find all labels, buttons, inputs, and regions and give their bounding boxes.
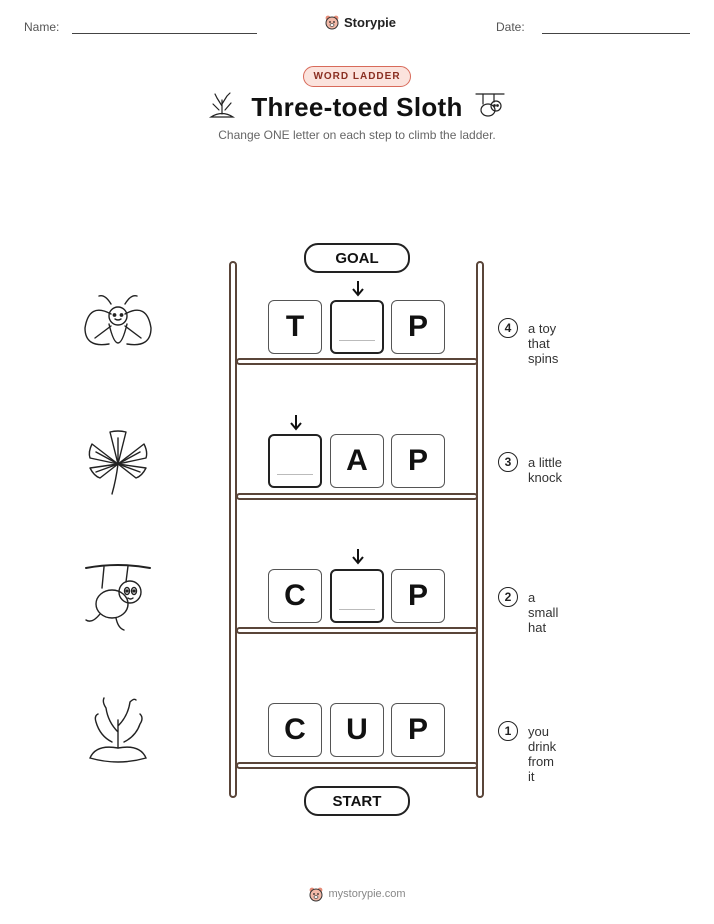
letter-tile: P [391,300,445,354]
name-field-line[interactable] [72,33,257,34]
date-field-line[interactable] [542,33,690,34]
letter: C [284,579,306,612]
coral-icon [208,92,236,118]
step-number: 3 [498,452,518,472]
letter-blank-input[interactable] [268,434,322,488]
start-label: START [304,786,410,816]
letter-tile: P [391,434,445,488]
letter: U [346,713,368,746]
step-clue: a toy that spins [528,321,559,366]
ladder-right-rail [476,261,484,798]
arrow-down-icon [352,281,364,297]
ladder-rung [236,358,478,365]
page-title: Three-toed Sloth [251,92,463,122]
footer: mystorypie.com [308,886,406,902]
step-clue: you drink from it [528,724,557,784]
letter: P [407,713,428,746]
coral-icon [89,697,147,763]
goal-label: GOAL [304,243,410,273]
letter-blank-input[interactable] [330,300,384,354]
letter-tile: T [268,300,322,354]
step-clue: a little knock [528,455,562,485]
arrow-down-icon [352,549,364,565]
letter: C [284,713,306,746]
letter: T [285,310,305,343]
storypie-bear-icon [309,887,323,902]
moth-icon [84,294,152,346]
ladder-left-rail [229,261,237,798]
ladder-rung [236,762,478,769]
name-label: Name: [24,20,60,34]
step-number: 1 [498,721,518,741]
footer-url: mystorypie.com [328,888,406,900]
letter-blank-input[interactable] [330,569,384,623]
arrow-down-icon [290,415,302,431]
letter-tile: C [268,703,322,757]
letter: P [407,579,428,612]
step-clue: a small hat [528,590,559,635]
letter-tile: U [330,703,384,757]
letter-tile: A [330,434,384,488]
brand-logo: Storypie [324,14,396,30]
ladder-rung [236,627,478,634]
leaf-icon [88,430,148,495]
instructions: Change ONE letter on each step to climb … [218,128,496,142]
letter-tile: P [391,703,445,757]
letter-tile: P [391,569,445,623]
letter: P [407,444,428,477]
letter-tile: C [268,569,322,623]
brand-name: Storypie [344,14,397,30]
step-number: 4 [498,318,518,338]
ladder-rung [236,493,478,500]
letter: P [407,310,428,343]
sloth-icon [85,564,151,631]
step-number: 2 [498,587,518,607]
date-label: Date: [496,20,525,34]
letter: A [346,444,368,477]
word-ladder-badge: WORD LADDER [303,66,411,87]
storypie-bear-icon [325,15,339,30]
sloth-icon [475,93,505,117]
